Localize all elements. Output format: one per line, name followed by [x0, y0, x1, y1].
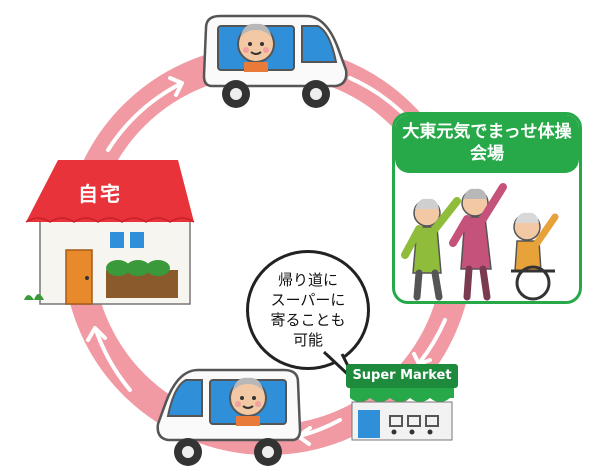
- home-label: 自宅: [78, 182, 122, 206]
- venue-label-line2: 会場: [470, 144, 504, 164]
- venue-box: 大東元気でまっせ体操 会場: [392, 112, 582, 304]
- van-icon: [156, 368, 302, 466]
- bubble-line-1: 帰り道に: [277, 271, 338, 289]
- exercising-seniors-icon: [401, 183, 559, 301]
- bubble-line-2: スーパーに: [270, 291, 346, 309]
- venue-label-line1: 大東元気でまっせ体操: [402, 122, 572, 142]
- van-icon: [202, 14, 348, 108]
- venue-label: 大東元気でまっせ体操 会場: [395, 115, 579, 173]
- bubble-line-4: 可能: [292, 331, 323, 349]
- store-label: Super Market: [346, 366, 458, 386]
- house-icon: [24, 160, 195, 305]
- bubble-line-3: 寄ることも: [270, 311, 346, 329]
- speech-bubble: 帰り道に スーパーに 寄ることも 可能: [246, 250, 370, 370]
